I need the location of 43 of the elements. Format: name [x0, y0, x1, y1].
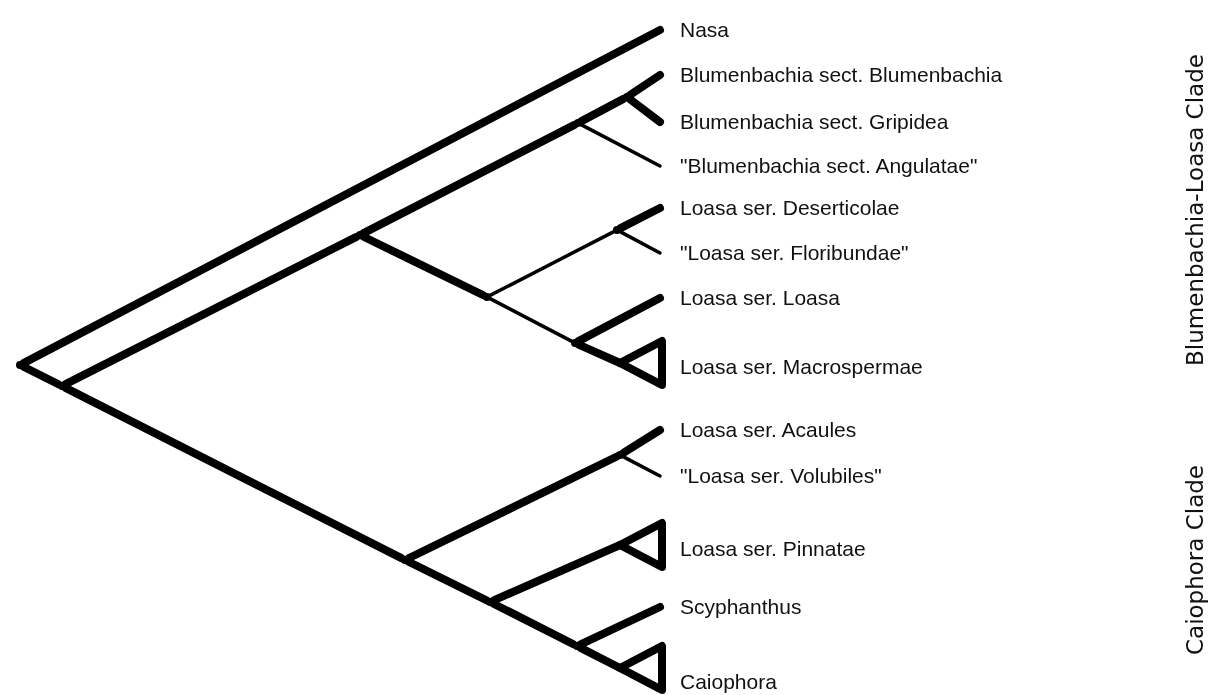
- taxon-label: Loasa ser. Deserticolae: [666, 195, 900, 221]
- tree-branch: [621, 455, 662, 478]
- tree-branch: [579, 123, 662, 168]
- branch-node: [573, 642, 581, 650]
- tree-branch: [626, 95, 664, 126]
- tree-branch: [488, 230, 616, 297]
- branch-node: [571, 339, 579, 347]
- tree-branch: [576, 603, 664, 649]
- tree-branch: [359, 232, 488, 300]
- tree-branch: [19, 362, 63, 389]
- taxon-label: Loasa ser. Loasa: [666, 285, 840, 311]
- branch-node: [486, 598, 494, 606]
- taxon-label: Loasa ser. Macrospermae: [680, 354, 923, 380]
- branch-node: [483, 293, 491, 301]
- taxon-label: Blumenbachia sect. Blumenbachia: [666, 62, 1003, 88]
- taxon-label: Blumenbachia sect. Gripidea: [666, 109, 949, 135]
- tree-branch: [626, 71, 664, 99]
- tree-branch: [61, 232, 361, 389]
- clade-label: Blumenbachia-Loasa Clade: [1181, 54, 1208, 366]
- taxon-label: Nasa: [666, 17, 730, 43]
- tree-branch: [616, 204, 664, 233]
- tree-branch: [404, 452, 621, 563]
- taxon-label: "Loasa ser. Floribundae": [666, 240, 909, 266]
- tree-branch: [19, 26, 664, 368]
- taxon-label: Caiophora: [680, 669, 777, 695]
- tree-branch: [488, 297, 574, 343]
- taxon-label: "Blumenbachia sect. Angulatae": [666, 153, 978, 179]
- branch-node: [574, 119, 582, 127]
- taxon-label: Scyphanthus: [666, 594, 802, 620]
- tree-branch: [618, 230, 662, 255]
- tree-branch: [489, 599, 578, 649]
- taxon-label: "Loasa ser. Volubiles": [666, 463, 882, 489]
- branch-node: [613, 226, 621, 234]
- taxon-label: Loasa ser. Acaules: [666, 417, 857, 443]
- branch-node: [401, 556, 409, 564]
- branch-node: [616, 451, 624, 459]
- taxon-label: Loasa ser. Pinnatae: [680, 536, 866, 562]
- tree-branch: [404, 557, 491, 605]
- clade-label: Caiophora Clade: [1182, 465, 1208, 655]
- tree-branch: [359, 120, 579, 238]
- tree-branch: [577, 94, 628, 126]
- tree-branch: [61, 383, 406, 563]
- tree-branch: [619, 426, 664, 457]
